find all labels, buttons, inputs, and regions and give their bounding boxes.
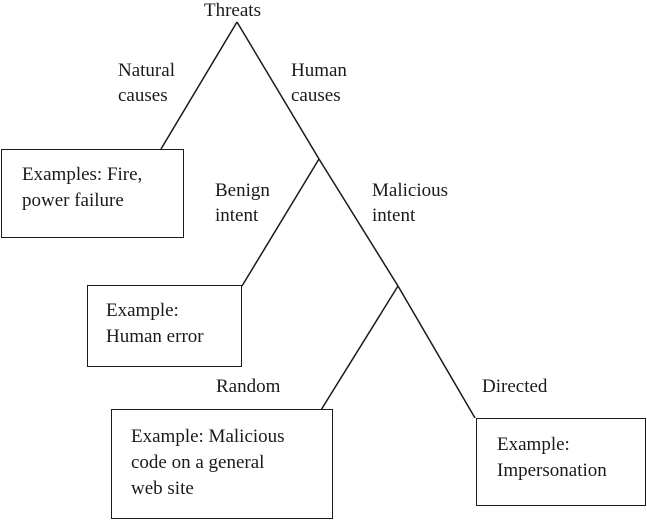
example-box-line: Example: <box>497 434 570 455</box>
example-box-benign: Example: Human error <box>87 285 242 367</box>
branch-label-line: Human <box>291 60 347 81</box>
branch-label-line: Malicious <box>372 180 448 201</box>
example-box-line: power failure <box>22 190 124 211</box>
branch-label-line: intent <box>215 205 259 226</box>
edge-malicious-directed <box>397 285 476 419</box>
edge-threats-human <box>236 21 320 160</box>
example-box-line: Examples: Fire, <box>22 164 143 185</box>
edge-human-benign <box>241 158 320 287</box>
example-box-line: Example: <box>106 300 179 321</box>
branch-label-line: causes <box>118 85 168 106</box>
example-box-line: Human error <box>106 326 204 347</box>
example-box-line: code on a general <box>131 452 265 473</box>
example-box-line: web site <box>131 478 194 499</box>
branch-label-malicious-intent: Malicious intent <box>372 178 448 228</box>
root-label-threats: Threats <box>204 0 261 21</box>
branch-label-natural-causes: Natural causes <box>118 58 175 108</box>
edge-human-malicious <box>318 158 399 287</box>
example-box-line: Example: Malicious <box>131 426 285 447</box>
branch-label-random: Random <box>216 376 281 397</box>
branch-label-directed: Directed <box>482 376 548 397</box>
branch-label-line: causes <box>291 85 341 106</box>
branch-label-benign-intent: Benign intent <box>215 178 270 228</box>
branch-label-human-causes: Human causes <box>291 58 347 108</box>
example-box-directed: Example: Impersonation <box>476 418 646 506</box>
edge-malicious-random <box>320 285 399 411</box>
edge-threats-natural <box>160 21 238 150</box>
example-box-random: Example: Malicious code on a general web… <box>111 409 333 519</box>
example-box-line: Impersonation <box>497 460 607 481</box>
branch-label-line: Natural <box>118 60 175 81</box>
example-box-natural: Examples: Fire, power failure <box>1 149 184 238</box>
branch-label-line: intent <box>372 205 416 226</box>
branch-label-line: Benign <box>215 180 270 201</box>
